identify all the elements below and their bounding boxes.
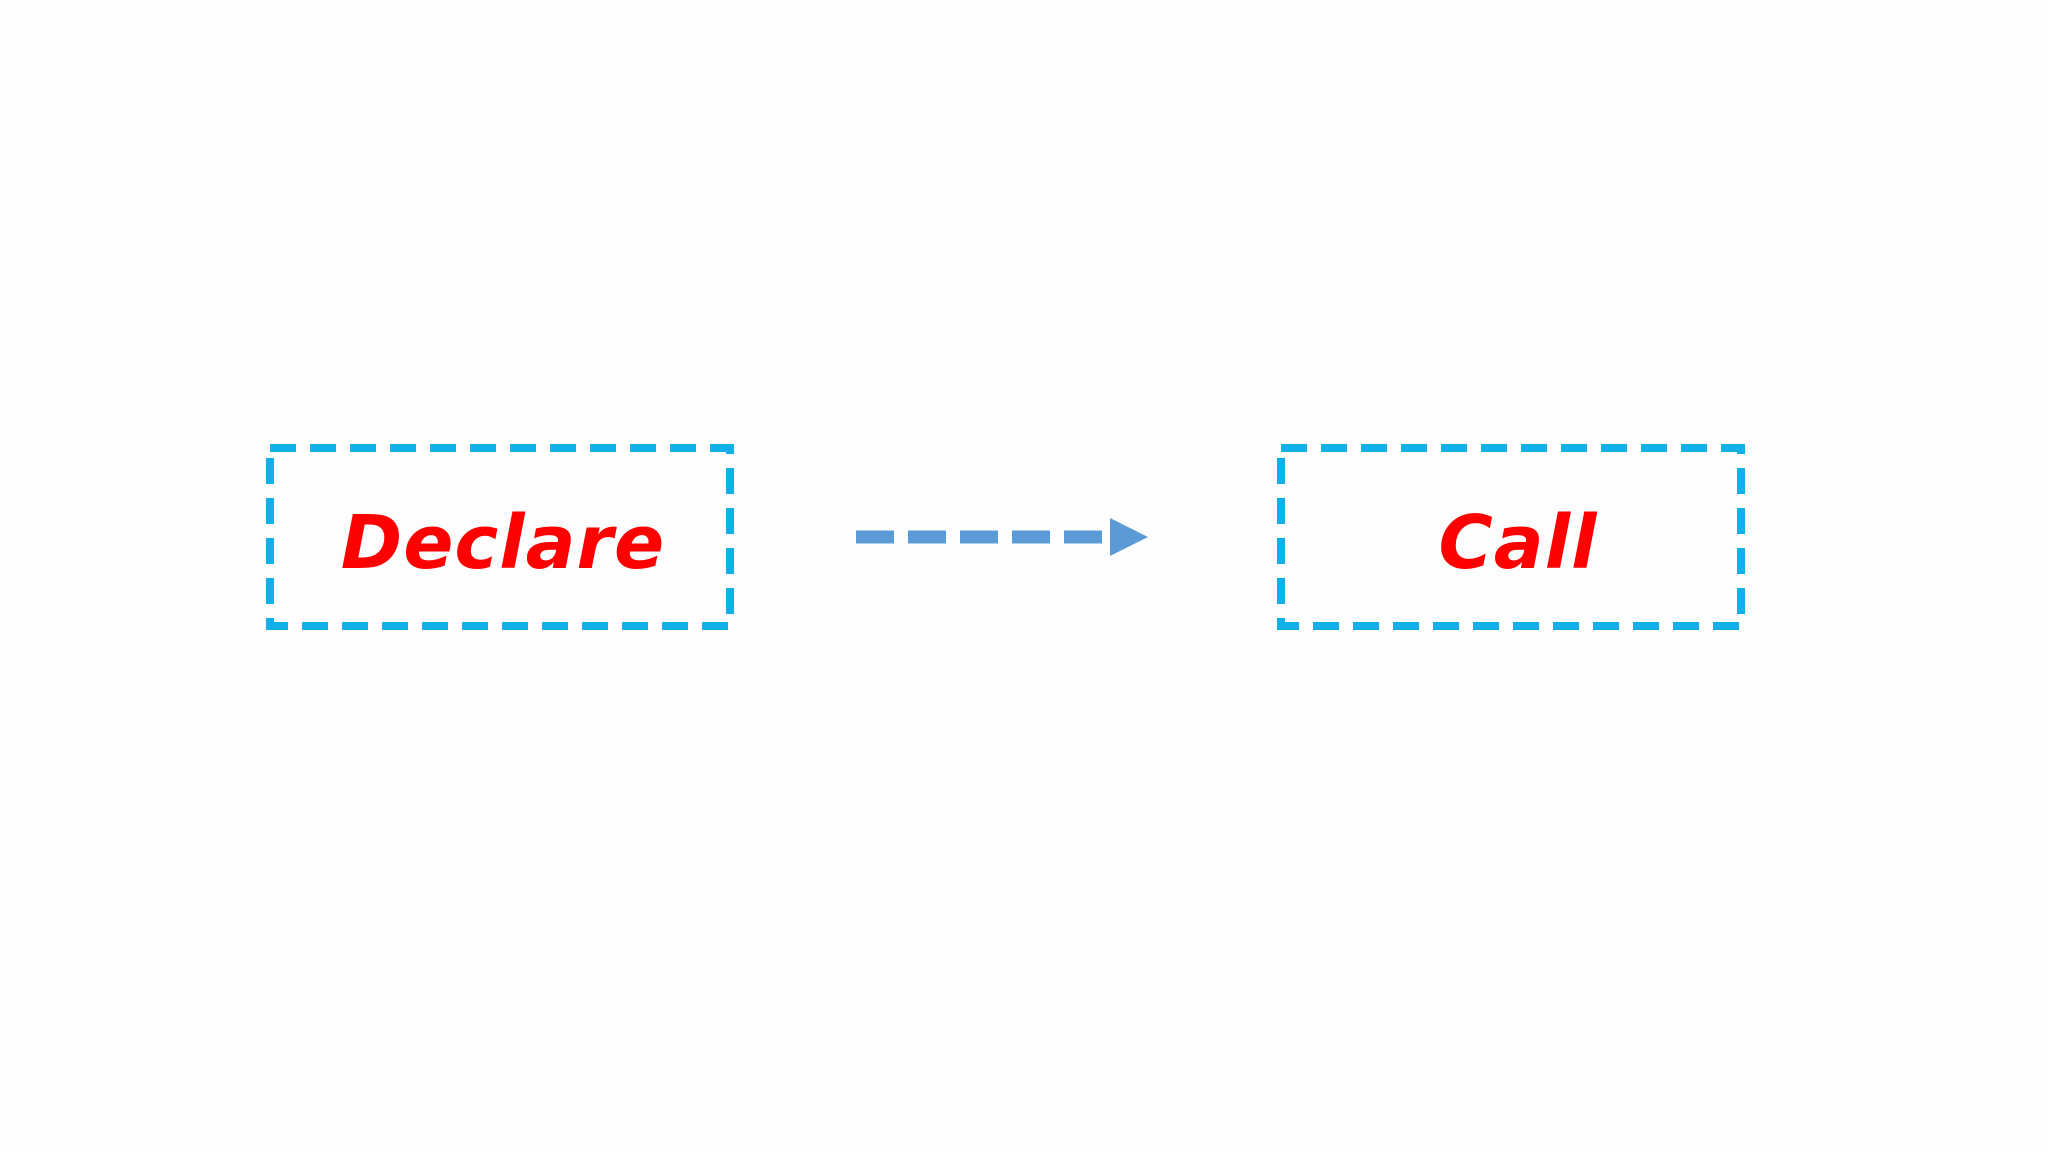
declare-label: Declare — [341, 500, 665, 586]
call-node: Call — [1277, 444, 1745, 630]
arrow-head-icon — [1110, 518, 1148, 556]
call-label: Call — [1439, 500, 1599, 586]
declare-to-call-arrow — [856, 518, 1148, 556]
declare-node: Declare — [266, 444, 734, 630]
